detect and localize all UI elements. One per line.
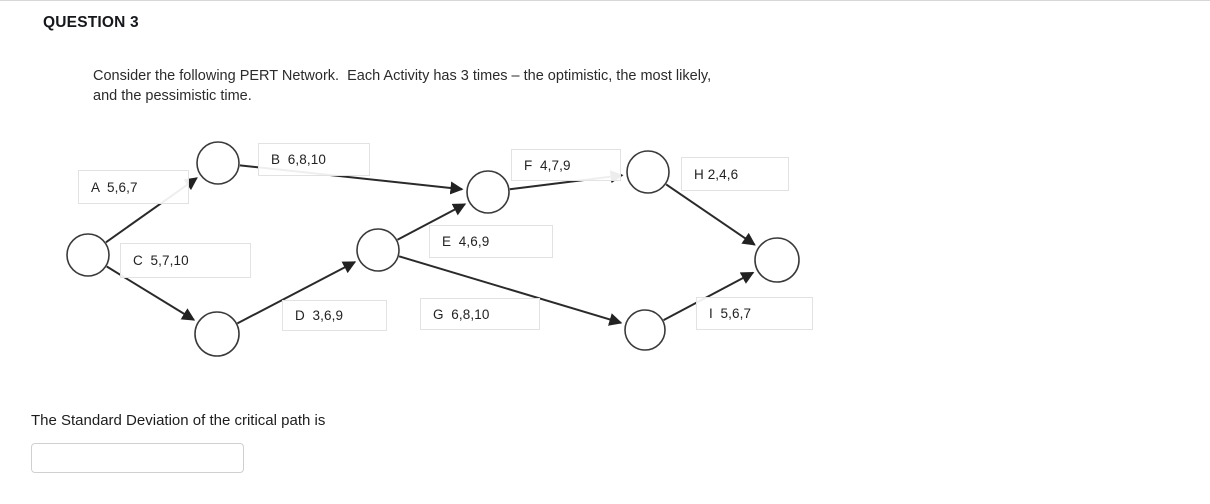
edge-h	[665, 183, 756, 246]
network-node-n4	[356, 228, 400, 272]
question-prompt: Consider the following PERT Network. Eac…	[93, 66, 973, 106]
network-node-n1	[66, 233, 110, 277]
edge-g	[398, 255, 623, 326]
activity-label-f: F 4,7,9	[511, 149, 621, 181]
prompt-line-1: Consider the following PERT Network. Eac…	[93, 68, 712, 84]
network-node-n7	[624, 309, 666, 351]
network-node-n8	[754, 237, 800, 283]
prompt-line-2: and the pessimistic time.	[93, 88, 252, 104]
answer-input[interactable]	[31, 443, 244, 473]
standard-deviation-question: The Standard Deviation of the critical p…	[31, 412, 326, 429]
activity-label-e: E 4,6,9	[429, 225, 553, 258]
edge-d	[236, 261, 357, 325]
activity-label-b: B 6,8,10	[258, 143, 370, 176]
activity-label-a: A 5,6,7	[78, 170, 189, 204]
nodes-layer	[66, 141, 800, 357]
activity-label-h: H 2,4,6	[681, 157, 789, 191]
network-node-n3	[194, 311, 240, 357]
question-title: QUESTION 3	[43, 14, 139, 31]
network-node-n6	[626, 150, 670, 194]
activity-label-c: C 5,7,10	[120, 243, 251, 278]
activity-label-i: I 5,6,7	[696, 297, 813, 330]
edge-i	[663, 271, 755, 322]
top-divider	[0, 0, 1210, 1]
activity-label-g: G 6,8,10	[420, 298, 540, 330]
network-node-n2	[196, 141, 240, 185]
edge-e	[396, 203, 467, 241]
network-node-n5	[466, 170, 510, 214]
activity-label-d: D 3,6,9	[282, 300, 387, 331]
